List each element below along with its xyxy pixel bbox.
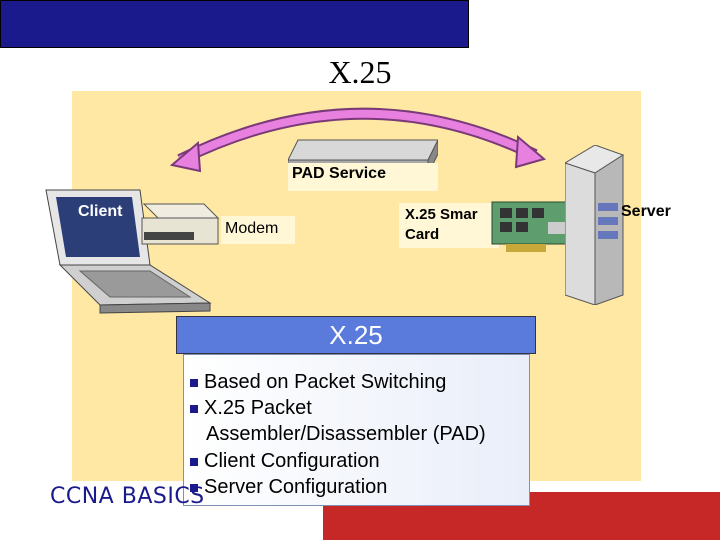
bullet-icon [190, 457, 198, 466]
info-box: Based on Packet Switching X.25 Packet As… [183, 354, 530, 506]
smart-card-label-line2: Card [405, 226, 440, 243]
double-arrow-icon [170, 107, 547, 173]
top-banner [0, 0, 469, 48]
bullet-icon [190, 483, 198, 492]
bullet-icon [190, 378, 198, 387]
smart-card-label: X.25 Smar Card [399, 203, 499, 248]
bullet-text: X.25 Packet [204, 397, 312, 419]
list-item: Based on Packet Switching [190, 369, 446, 395]
smart-card-label-line1: X.25 Smar [405, 206, 478, 223]
pad-service-label: PAD Service [288, 163, 438, 191]
bullet-continuation: Assembler/Disassembler (PAD) [206, 423, 486, 445]
list-item: Server Configuration [190, 474, 387, 500]
footer-title: CCNA BASICS [50, 484, 205, 509]
server-label: Server [621, 203, 671, 220]
list-item: Client Configuration [190, 448, 380, 474]
info-header: X.25 [176, 316, 536, 354]
bullet-text: Based on Packet Switching [204, 371, 447, 393]
bullet-text: Server Configuration [204, 476, 388, 498]
bullet-icon [190, 404, 198, 413]
modem-label: Modem [221, 216, 295, 244]
server-icon [565, 145, 625, 305]
bullet-text: Client Configuration [204, 450, 380, 472]
client-label: Client [76, 203, 125, 221]
list-item: X.25 Packet [190, 395, 312, 421]
slide-title: X.25 [328, 54, 392, 90]
modem-icon [141, 203, 220, 245]
